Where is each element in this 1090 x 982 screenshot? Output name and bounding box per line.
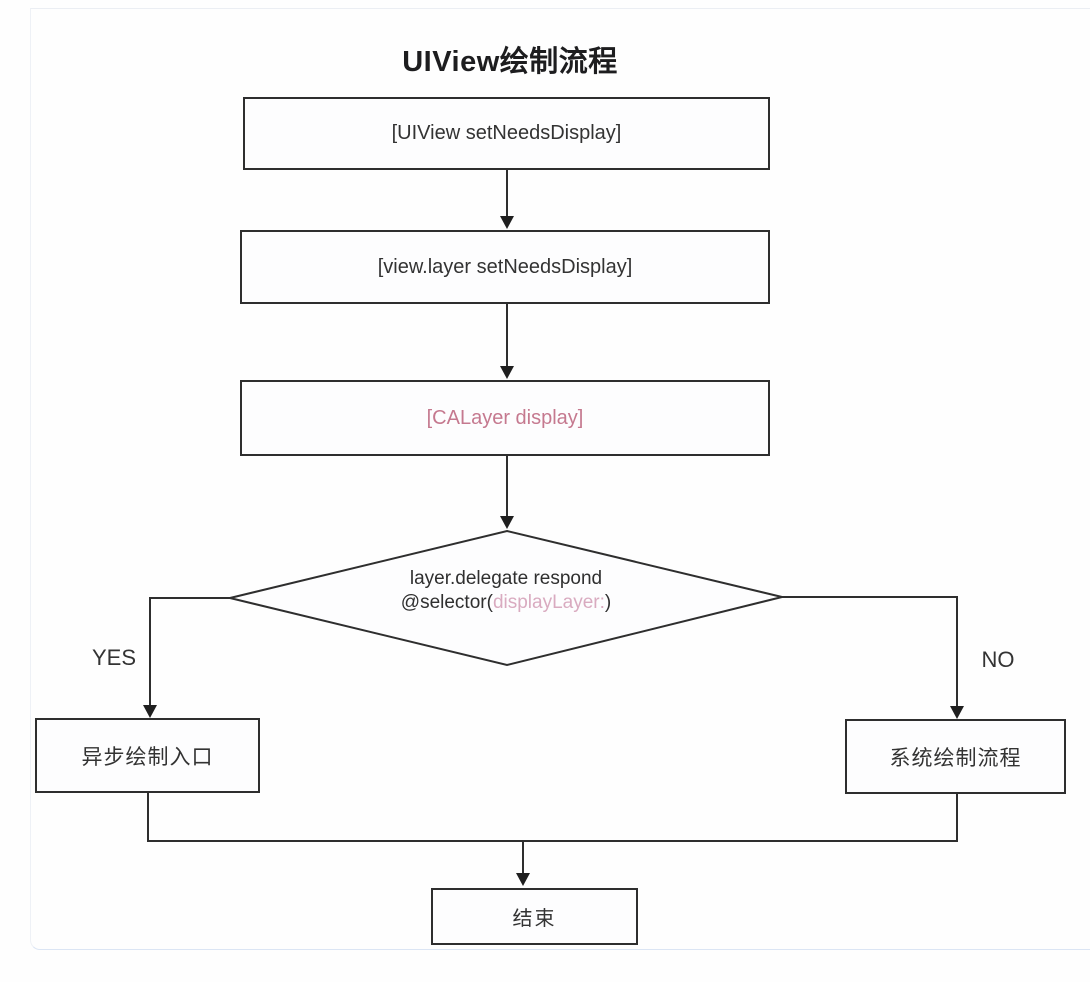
node-calayer-display: [CALayer display] — [240, 380, 770, 456]
connector-yes-branch — [149, 597, 230, 710]
arrowhead-box2-icon — [500, 216, 514, 229]
node-async-draw-entry: 异步绘制入口 — [35, 718, 260, 793]
connector-merge — [147, 793, 958, 842]
decision-line2-highlight: displayLayer: — [492, 592, 605, 613]
connector-no-branch — [782, 596, 958, 711]
node-label: 系统绘制流程 — [889, 746, 1022, 770]
decision-line2-prefix: @selector( — [400, 592, 493, 613]
node-label: [UIView setNeedsDisplay] — [391, 122, 622, 144]
arrowhead-end-icon — [516, 873, 530, 886]
arrowhead-decision-icon — [500, 516, 514, 529]
branch-label-yes: YES — [91, 645, 137, 670]
node-label: 结束 — [512, 908, 557, 930]
diagram-title: UIView绘制流程 — [402, 46, 618, 78]
decision-node-text: layer.delegate respond @selector(display… — [356, 567, 656, 615]
node-system-draw-process: 系统绘制流程 — [845, 719, 1066, 794]
arrowhead-yes-icon — [143, 705, 157, 718]
node-label: [CALayer display] — [426, 406, 584, 429]
branch-label-no: NO — [981, 647, 1015, 672]
node-label: [view.layer setNeedsDisplay] — [377, 255, 633, 278]
node-end: 结束 — [431, 888, 638, 945]
decision-line1: layer.delegate respond — [409, 568, 603, 589]
decision-diamond-shape — [229, 529, 783, 667]
node-viewlayer-setneedsdisplay: [view.layer setNeedsDisplay] — [240, 230, 770, 304]
node-uiview-setneedsdisplay: [UIView setNeedsDisplay] — [243, 97, 770, 170]
node-label: 异步绘制入口 — [81, 745, 214, 769]
decision-line2: @selector(displayLayer:) — [356, 591, 656, 615]
decision-line2-suffix: ) — [604, 592, 612, 613]
arrowhead-box3-icon — [500, 366, 514, 379]
arrowhead-no-icon — [950, 706, 964, 719]
